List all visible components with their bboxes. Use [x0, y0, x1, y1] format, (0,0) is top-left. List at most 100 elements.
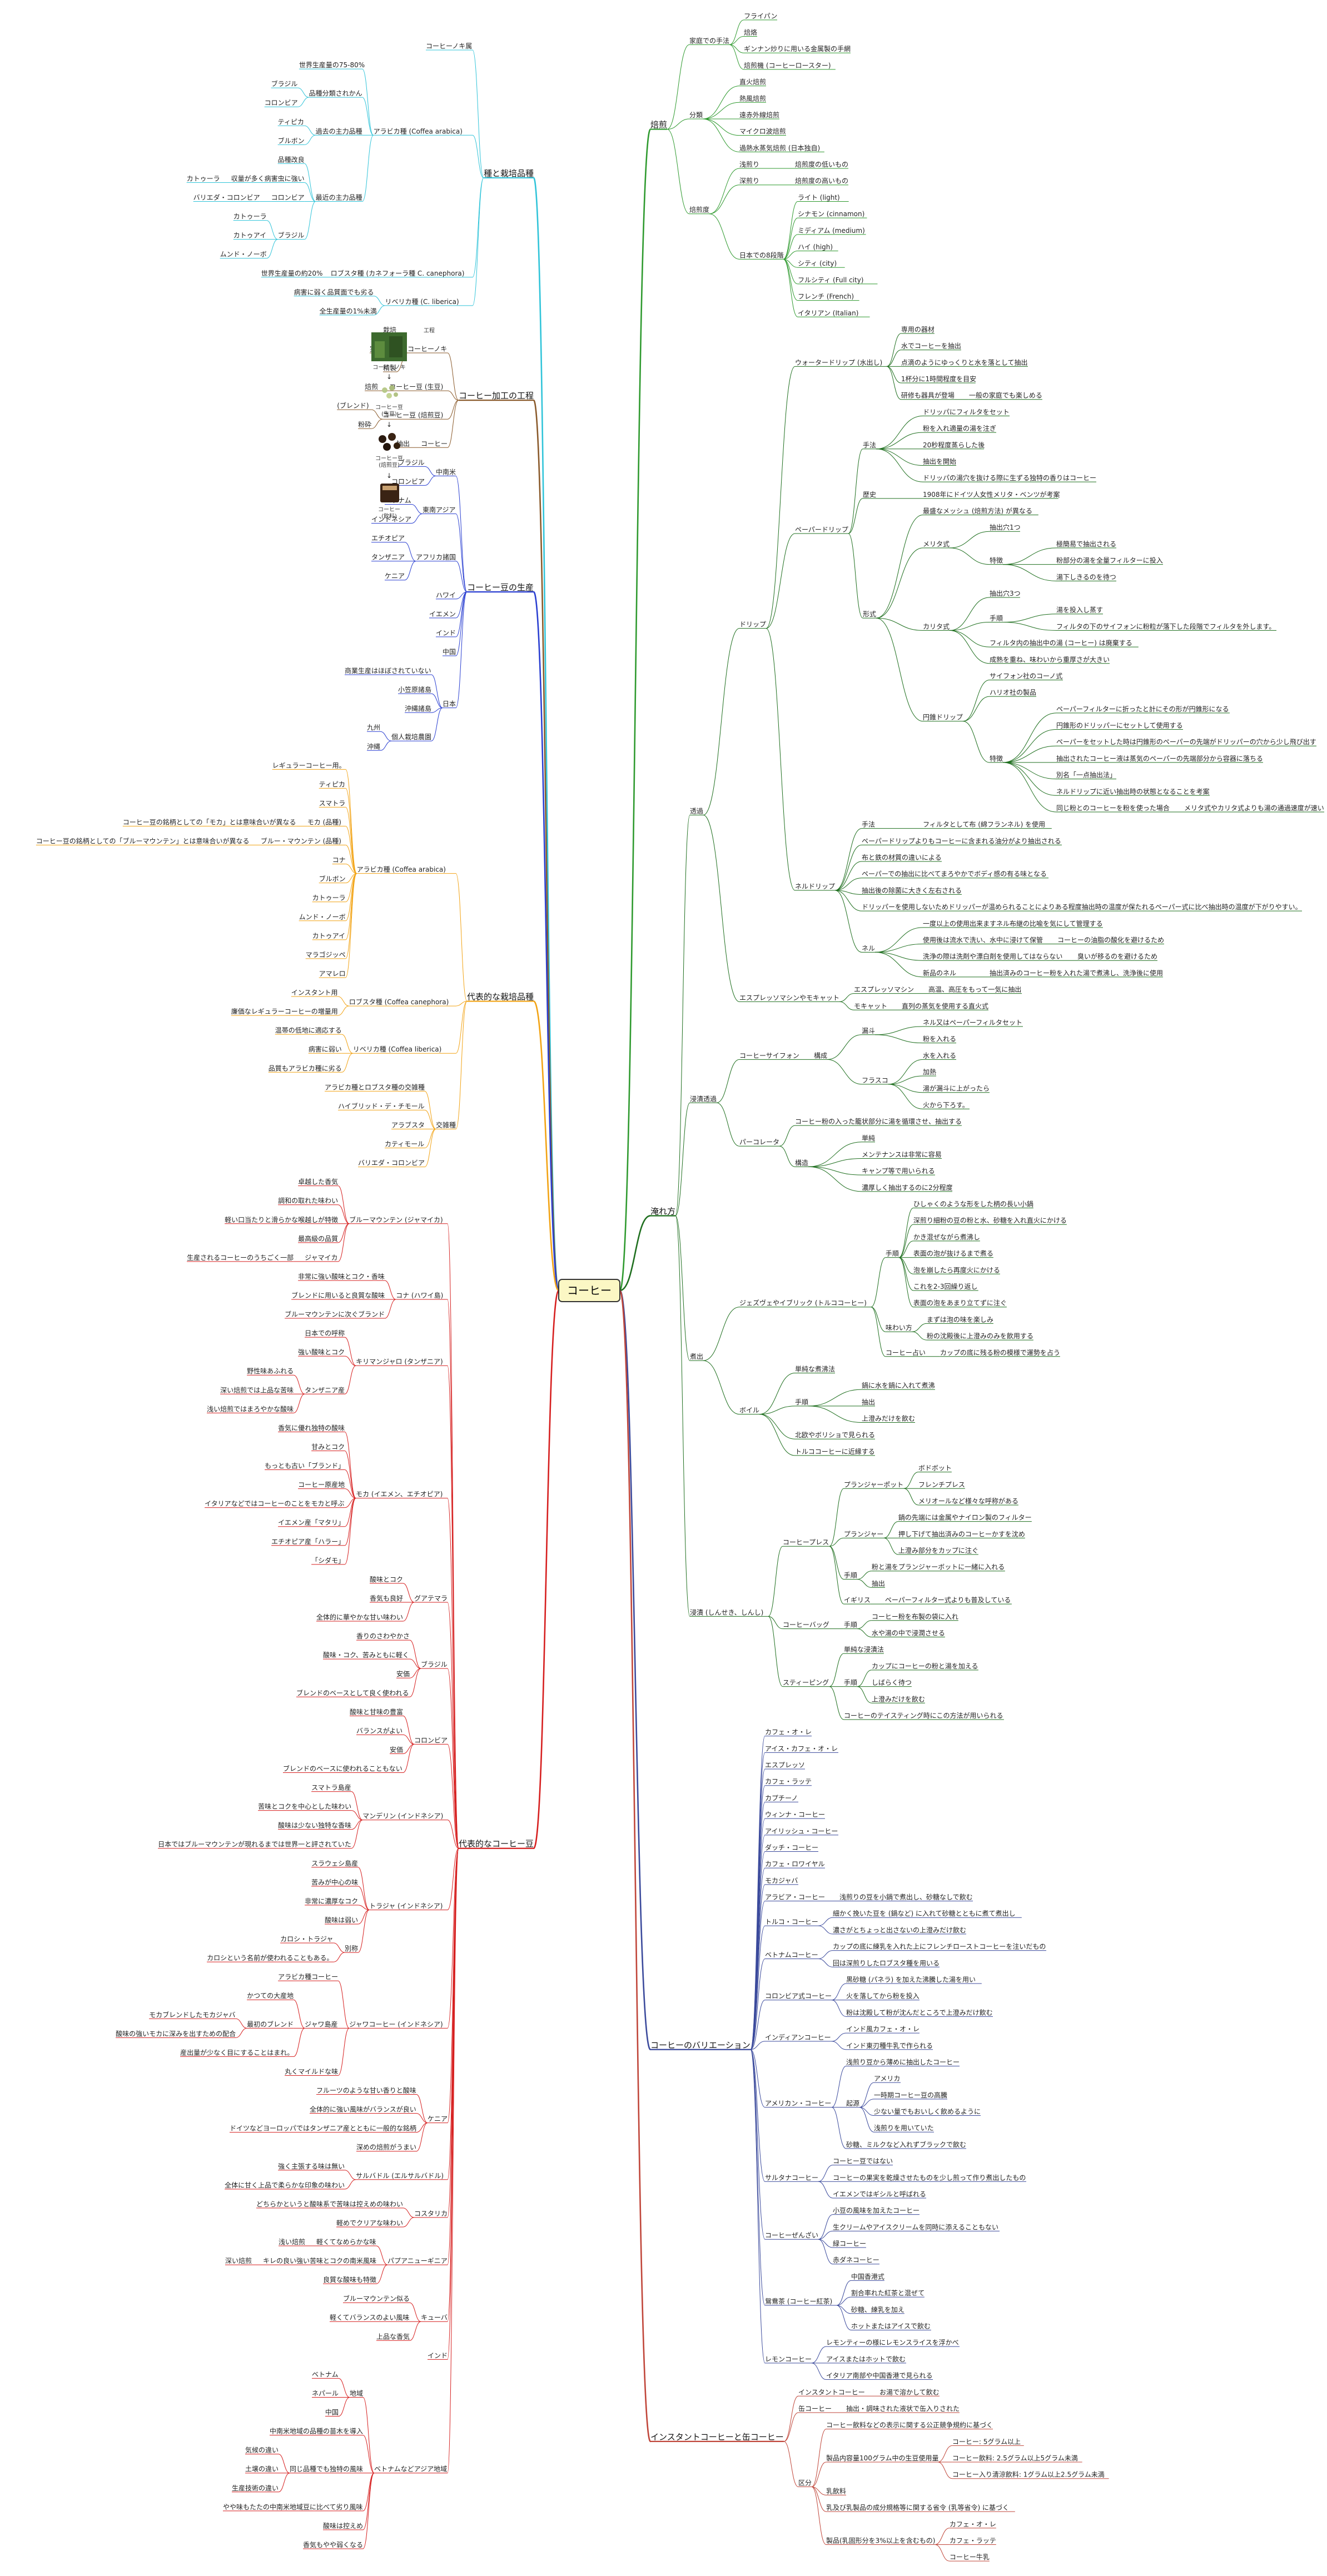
node-label[interactable]: アマレロ — [319, 970, 346, 978]
node-label[interactable]: 中国 — [443, 647, 456, 656]
node-label[interactable]: アラビカ種 (Coffea arabica) — [374, 127, 463, 135]
node-label[interactable]: ライト (light) — [798, 193, 840, 201]
node-label[interactable]: 1908年にドイツ人女性メリタ・ベンツが考案 — [923, 490, 1060, 499]
node-label[interactable]: ティピカ — [319, 780, 345, 788]
node-label[interactable]: 日本 — [443, 700, 456, 708]
node-label[interactable]: インド東刃種牛乳で作られる — [846, 2041, 933, 2050]
node-label[interactable]: 布と鉄の材質の違いによる — [862, 853, 942, 861]
node-label[interactable]: 泡を崩したら再度火にかける — [913, 1265, 1000, 1274]
node-label[interactable]: レモンコーヒー — [765, 2355, 812, 2363]
node-label[interactable]: 加熱 — [923, 1068, 936, 1076]
node-label[interactable]: ケニア — [428, 2115, 448, 2123]
node-label[interactable]: 中国 — [325, 2408, 339, 2416]
node-label[interactable]: アイス・カフェ・オ・レ — [765, 1745, 838, 1752]
node-label[interactable]: イエメン — [429, 610, 456, 618]
node-label[interactable]: カトゥーラ — [187, 175, 220, 182]
node-label[interactable]: ブレンドのベースとして良く使われる — [296, 1688, 409, 1697]
node-label[interactable]: イタリアなどではコーヒーのことをモカと呼ぶ — [205, 1500, 344, 1508]
node-label[interactable]: 浅煎りの豆を小鍋で煮出し、砂糖なしで飲む — [839, 1893, 973, 1901]
node-label[interactable]: 焙烙 — [744, 28, 757, 37]
node-label[interactable]: 抽出 — [862, 1398, 875, 1406]
node-label[interactable]: トルココーヒーに近縁する — [795, 1447, 875, 1456]
node-label[interactable]: 粉砕 — [358, 420, 371, 428]
node-label[interactable]: ムンド・ノーボ — [299, 913, 346, 921]
node-label[interactable]: 手順 — [844, 1621, 857, 1629]
node-label[interactable]: 焙煎機 (コーヒーロースター) — [744, 61, 831, 69]
node-label[interactable]: 品質もアラビカ種に劣る — [269, 1064, 342, 1072]
node-label[interactable]: 非常に濃厚なコク — [305, 1897, 358, 1905]
node-label[interactable]: 手順 — [844, 1679, 857, 1687]
branch-label[interactable]: コーヒー豆の生産 — [467, 582, 534, 592]
node-label[interactable]: 鍋に水を鍋に入れて煮沸 — [862, 1381, 935, 1389]
node-label[interactable]: ドリッパーを使用しないためドリッパーが温められることによりある程度抽出時の温度が… — [862, 903, 1302, 911]
node-label[interactable]: ペーパーでの抽出に比べてまろやかでボディ感の有る味となる — [862, 870, 1047, 878]
node-label[interactable]: コーヒー占い — [886, 1348, 926, 1357]
node-label[interactable]: コーヒー飲料: 2.5グラム以上5グラム未満 — [952, 2454, 1078, 2462]
node-label[interactable]: 抽出・調味された液状で缶入りされた — [846, 2404, 960, 2413]
node-label[interactable]: 良質な酸味も特徴 — [323, 2275, 376, 2284]
node-label[interactable]: ネル又はペーパーフィルタセット — [923, 1019, 1022, 1027]
node-label[interactable]: 煮出 — [690, 1353, 703, 1361]
node-label[interactable]: スティーピング — [783, 1679, 829, 1687]
node-label[interactable]: 丸くマイルドな味 — [285, 2067, 338, 2075]
node-label[interactable]: 安価 — [396, 1670, 410, 1678]
node-label[interactable]: タンザニア — [371, 554, 405, 561]
node-label[interactable]: 小豆の風味を加えたコーヒー — [833, 2207, 920, 2215]
node-label[interactable]: イタリア南部や中国香港で見られる — [826, 2371, 933, 2380]
node-label[interactable]: 軽めでクリアな味わい — [336, 2219, 403, 2227]
node-label[interactable]: 緑コーヒー — [833, 2239, 866, 2248]
node-label[interactable]: カティモール — [385, 1140, 424, 1148]
node-label[interactable]: インド風カフェ・オ・レ — [846, 2025, 920, 2033]
node-label[interactable]: ティピカ — [278, 118, 304, 126]
node-label[interactable]: 全体的に華やかな甘い味わい — [316, 1613, 403, 1621]
node-label[interactable]: フィルタとして布 (綿フランネル) を使用 — [923, 820, 1045, 829]
node-label[interactable]: 廉価なレギュラーコーヒーの増量用 — [231, 1007, 338, 1015]
node-label[interactable]: 使用後は流水で洗い、水中に浸けて保管 — [923, 936, 1043, 944]
node-label[interactable]: コーヒー — [421, 440, 448, 447]
node-label[interactable]: ペーパードリップ — [795, 526, 848, 534]
node-label[interactable]: 上品な香気 — [376, 2332, 410, 2340]
node-label[interactable]: 香気もやや弱くなる — [303, 2540, 363, 2549]
node-label[interactable]: コーヒー豆 (生豆) — [389, 383, 443, 391]
node-label[interactable]: まずは泡の味を楽しみ — [927, 1316, 993, 1323]
node-label[interactable]: ドリップ — [739, 621, 766, 629]
node-label[interactable]: 抽出 — [872, 1580, 885, 1587]
node-label[interactable]: 点滴のようにゆっくりと水を落として抽出 — [901, 358, 1028, 366]
node-label[interactable]: 黒砂糖 (パネラ) を加えた沸騰した湯を用い — [846, 1975, 976, 1984]
node-label[interactable]: リベリカ種 (Coffea liberica) — [353, 1045, 442, 1053]
node-label[interactable]: 製品内容量100グラム中の生豆使用量 — [826, 2454, 939, 2462]
node-label[interactable]: どちらかというと酸味系で苦味は控えめの味わい — [256, 2200, 403, 2208]
node-label[interactable]: 砂糖、ミルクなど入れずブラックで飲む — [846, 2140, 966, 2149]
node-label[interactable]: コーヒー牛乳 — [950, 2553, 990, 2561]
node-label[interactable]: 最高級の品質 — [298, 1234, 338, 1243]
node-label[interactable]: ブルーマウンテン (ジャマイカ) — [349, 1215, 443, 1224]
node-label[interactable]: 細かく挽いた豆を (鍋など) に入れて砂糖とともに煮て煮出し — [833, 1909, 1016, 1917]
node-label[interactable]: コナ (ハワイ島) — [396, 1291, 443, 1299]
node-label[interactable]: 中国香港式 — [851, 2272, 884, 2280]
node-label[interactable]: 湯を投入し蒸す — [1056, 606, 1103, 614]
node-label[interactable]: 手順 — [990, 615, 1003, 622]
node-label[interactable]: アラビカ種とロブスタ種の交雑種 — [325, 1083, 425, 1091]
node-label[interactable]: バランスがよい — [356, 1726, 402, 1735]
node-label[interactable]: 極簡易で抽出される — [1056, 540, 1116, 548]
node-label[interactable]: 最初のブレンド — [247, 2020, 294, 2028]
node-label[interactable]: カトゥアイ — [233, 232, 266, 240]
node-label[interactable]: カフェ・オ・レ — [950, 2520, 996, 2528]
node-label[interactable]: インスタント用 — [291, 989, 338, 996]
node-label[interactable]: カップの底に残る粉の模様で運勢を占う — [940, 1348, 1060, 1357]
node-label[interactable]: カトゥーラ — [233, 213, 267, 221]
node-label[interactable]: 全生産量の1%未満 — [320, 307, 377, 315]
node-label[interactable]: モカ (品種) — [307, 818, 341, 826]
node-label[interactable]: アメリカン・コーヒー — [765, 2100, 831, 2107]
node-label[interactable]: 九州 — [367, 724, 380, 731]
node-label[interactable]: 過去の主力品種 — [316, 127, 362, 135]
node-label[interactable]: (ブレンド) — [337, 401, 369, 410]
node-label[interactable]: アフリカ諸国 — [416, 553, 456, 561]
node-label[interactable]: メリタ式やカリタ式よりも湯の通過速度が速い — [1184, 804, 1324, 812]
node-label[interactable]: コーヒー入り清涼飲料: 1グラム以上2.5グラム未満 — [952, 2470, 1105, 2479]
node-label[interactable]: 高温、高圧をもって一気に抽出 — [928, 985, 1021, 994]
node-label[interactable]: 手順 — [844, 1572, 857, 1580]
node-label[interactable]: コーヒーノキ — [407, 345, 447, 353]
node-label[interactable]: 交雑種 — [436, 1120, 456, 1129]
node-label[interactable]: コーヒー原産地 — [298, 1481, 345, 1489]
